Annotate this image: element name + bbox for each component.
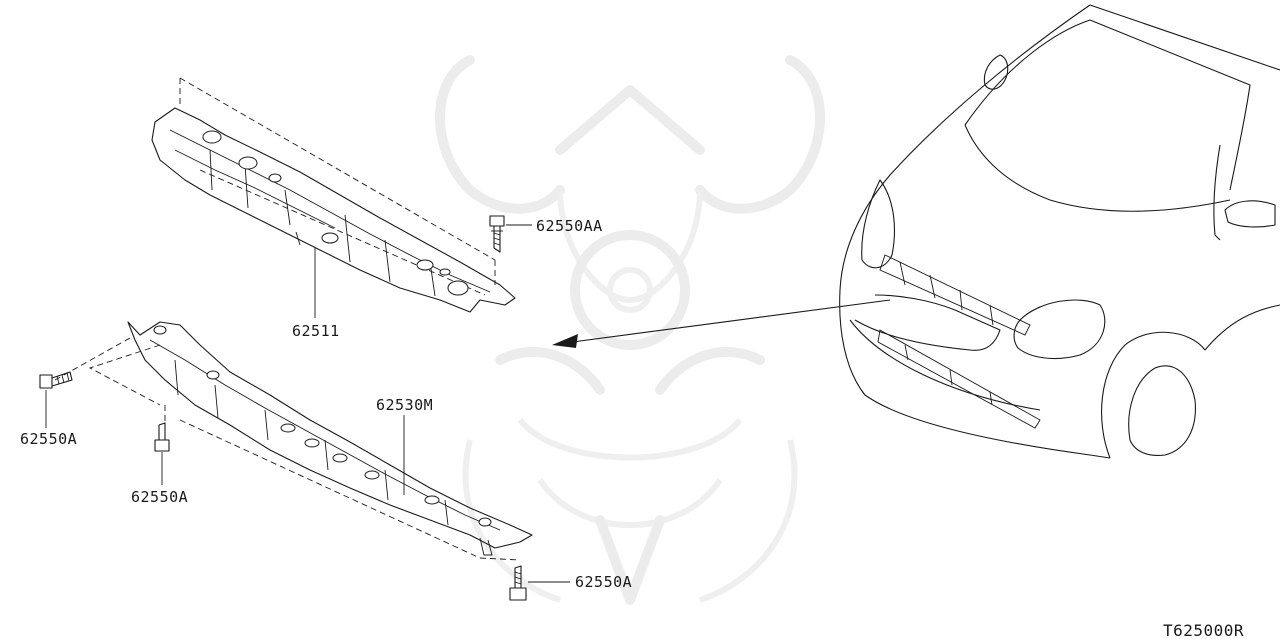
- lower-core-support-part[interactable]: [54, 321, 533, 561]
- car-front-outline-icon: [839, 4, 1280, 459]
- arrow-left-icon: [552, 299, 891, 348]
- part-label-bolt-bottom-right[interactable]: 62550A: [575, 573, 632, 591]
- bolt-icon[interactable]: [509, 565, 527, 601]
- bolt-icon[interactable]: [39, 371, 73, 389]
- part-label-bolt-left[interactable]: 62550A: [20, 430, 77, 448]
- part-label-bolt-mid[interactable]: 62550A: [131, 488, 188, 506]
- part-label-upper-support[interactable]: 62511: [292, 322, 340, 340]
- part-label-lower-support[interactable]: 62530M: [376, 396, 433, 414]
- bolt-icon[interactable]: [154, 422, 170, 452]
- part-label-bolt-top[interactable]: 62550AA: [536, 217, 603, 235]
- diagram-reference-code: T625000R: [1163, 621, 1244, 639]
- bolt-icon[interactable]: [489, 215, 505, 253]
- samurai-mask-watermark-icon: [435, 55, 825, 605]
- upper-core-support-part[interactable]: [151, 77, 516, 313]
